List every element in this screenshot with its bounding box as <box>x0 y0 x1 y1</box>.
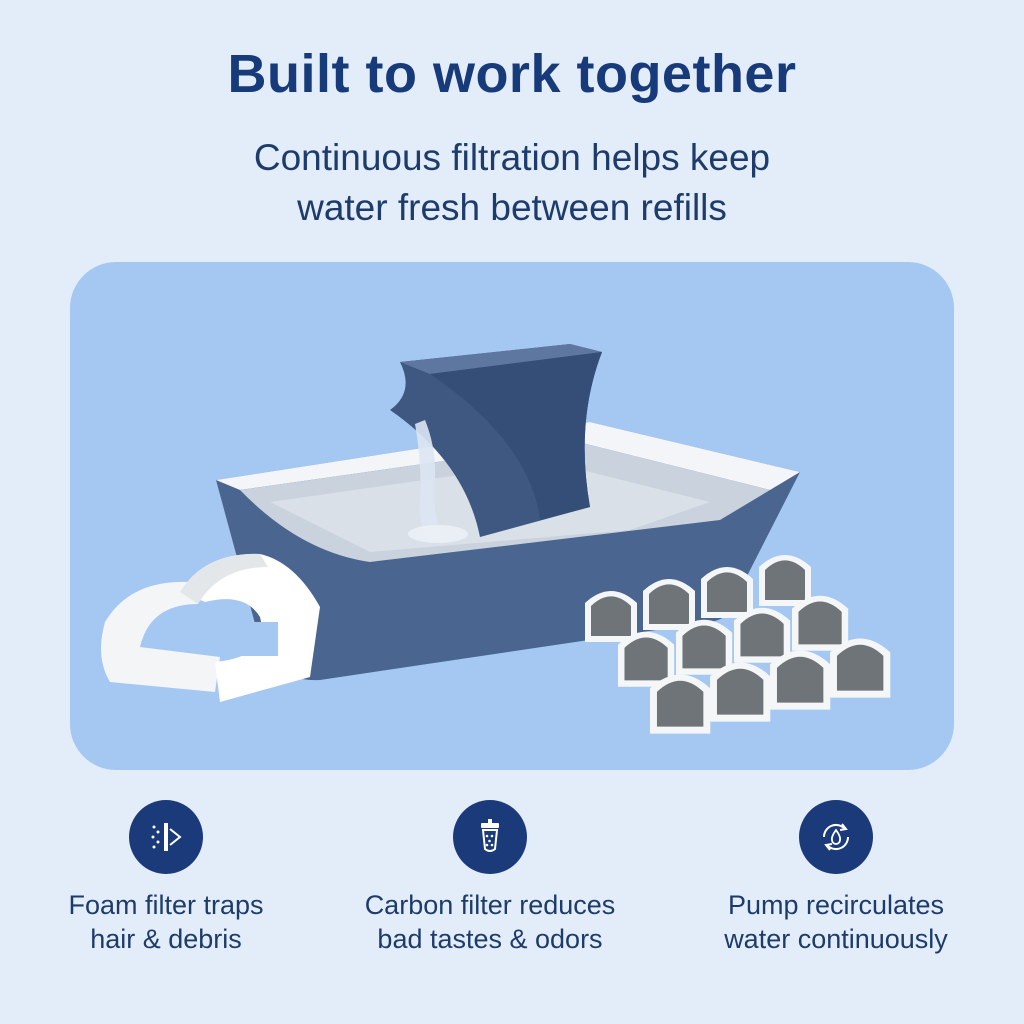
feature-pump-label: Pump recirculates water continuously <box>724 890 948 954</box>
product-illustration <box>101 344 891 734</box>
carbon-filter-icon <box>453 800 527 874</box>
feature-foam-filter-label: Foam filter traps hair & debris <box>68 890 264 954</box>
pump-recirculate-icon <box>799 800 873 874</box>
carbon-cartridge-core <box>836 644 884 691</box>
carbon-cartridge-core <box>798 601 842 645</box>
foam-filters <box>101 553 320 702</box>
subheadline: Continuous filtration helps keep water f… <box>0 133 1024 233</box>
product-panel <box>70 262 954 770</box>
carbon-cartridge-core <box>682 625 726 669</box>
carbon-cartridge-core <box>716 668 764 715</box>
carbon-cartridge-core <box>624 637 668 681</box>
feature-foam-filter: Foam filter traps hair & debris <box>6 800 326 956</box>
subheadline-line-2: water fresh between refills <box>297 187 727 228</box>
carbon-cartridge-core <box>591 596 631 636</box>
feature-pump: Pump recirculates water continuously <box>676 800 996 956</box>
carbon-cartridge-core <box>707 572 747 612</box>
fountain-rim <box>216 422 800 490</box>
feature-carbon-filter-label: Carbon filter reduces bad tastes & odors <box>364 890 616 954</box>
carbon-cartridge-core <box>649 584 689 624</box>
foam-filter-icon <box>129 800 203 874</box>
subheadline-line-1: Continuous filtration helps keep <box>253 137 771 178</box>
carbon-cartridge-core <box>656 680 704 727</box>
carbon-cartridge-core <box>740 613 784 657</box>
carbon-cartridge-core <box>765 560 805 600</box>
carbon-filters <box>585 555 891 734</box>
carbon-cartridge-core <box>776 656 824 703</box>
feature-carbon-filter: Carbon filter reduces bad tastes & odors <box>330 800 650 956</box>
headline: Built to work together <box>227 44 797 104</box>
water-stream <box>415 420 442 542</box>
feature-list: Foam filter traps hair & debris Carbon f… <box>0 800 1024 1000</box>
